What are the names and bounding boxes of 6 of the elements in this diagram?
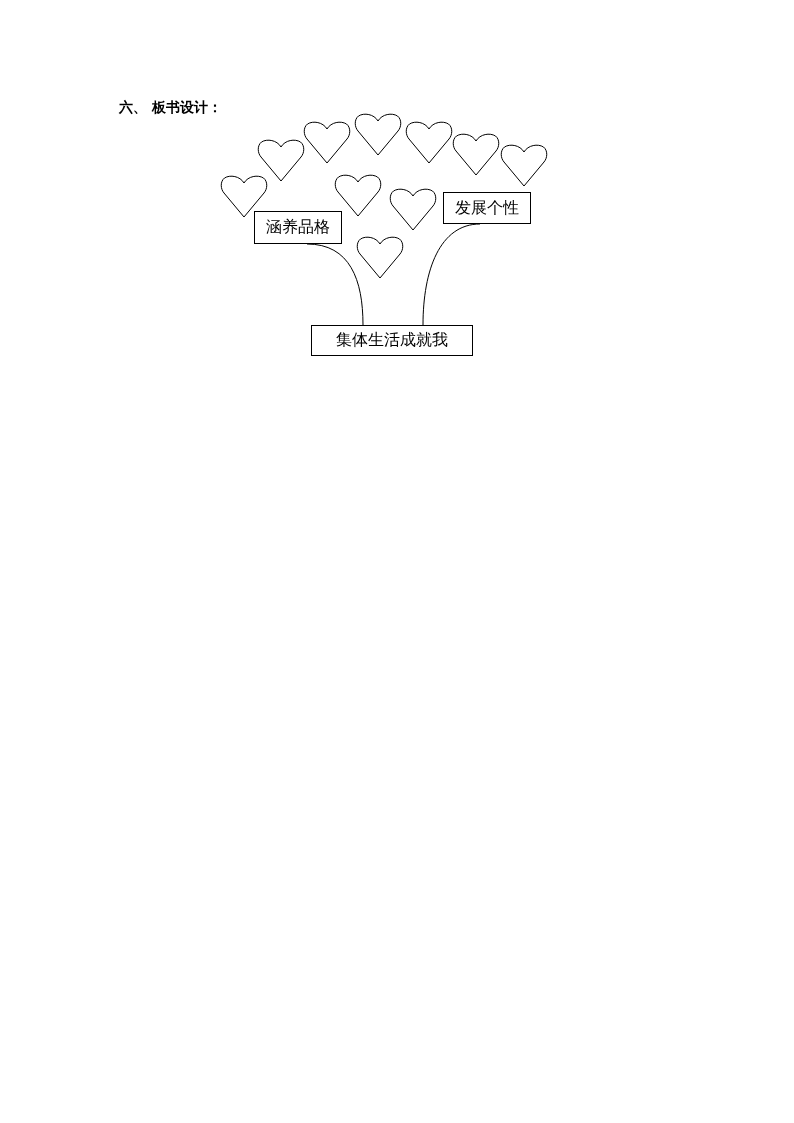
- connector-line: [306, 243, 364, 326]
- connector-line: [422, 223, 481, 326]
- heading: 六、 板书设计：: [119, 99, 222, 117]
- label-box: 集体生活成就我: [311, 325, 473, 356]
- label-box: 发展个性: [443, 192, 531, 224]
- label-box: 涵养品格: [254, 211, 342, 244]
